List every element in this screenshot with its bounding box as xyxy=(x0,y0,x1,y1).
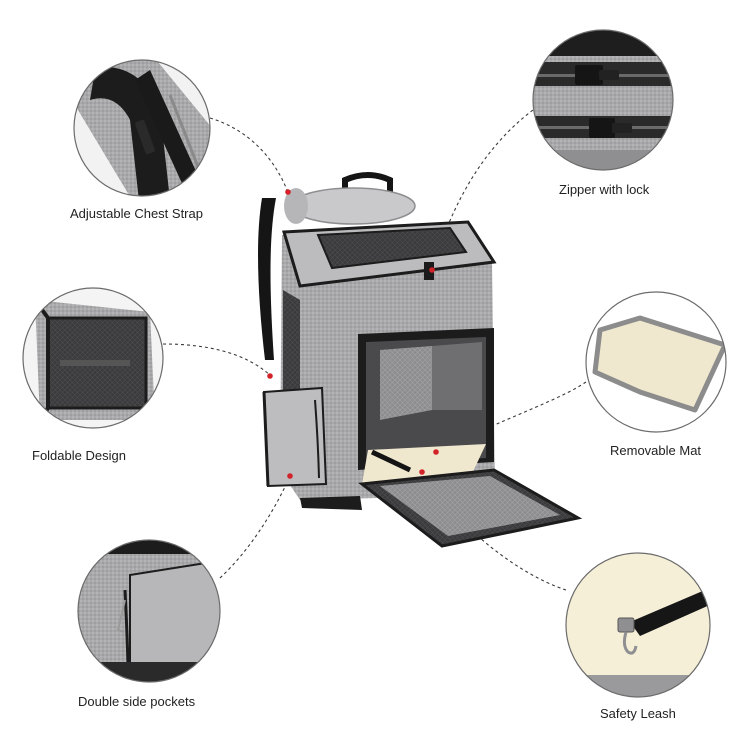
detail-mat xyxy=(585,291,727,433)
callout-leash-label: Safety Leash xyxy=(600,706,676,721)
detail-leash xyxy=(565,552,711,698)
detail-foldable xyxy=(22,287,164,429)
callout-markers xyxy=(267,189,439,479)
leader-chest xyxy=(209,117,288,191)
leader-mat xyxy=(435,381,587,453)
detail-pockets xyxy=(77,539,221,683)
callout-zipper-label: Zipper with lock xyxy=(559,182,650,197)
detail-zipper xyxy=(532,29,674,171)
leader-foldable xyxy=(162,343,272,377)
callout-pockets-label: Double side pockets xyxy=(78,694,196,709)
detail-chest-strap xyxy=(73,59,211,197)
leader-pockets xyxy=(219,475,291,579)
pet-carrier-backpack xyxy=(258,172,583,548)
callout-mat-label: Removable Mat xyxy=(610,443,702,458)
callout-foldable-label: Foldable Design xyxy=(32,448,126,463)
callout-chest-strap-label: Adjustable Chest Strap xyxy=(70,206,203,221)
